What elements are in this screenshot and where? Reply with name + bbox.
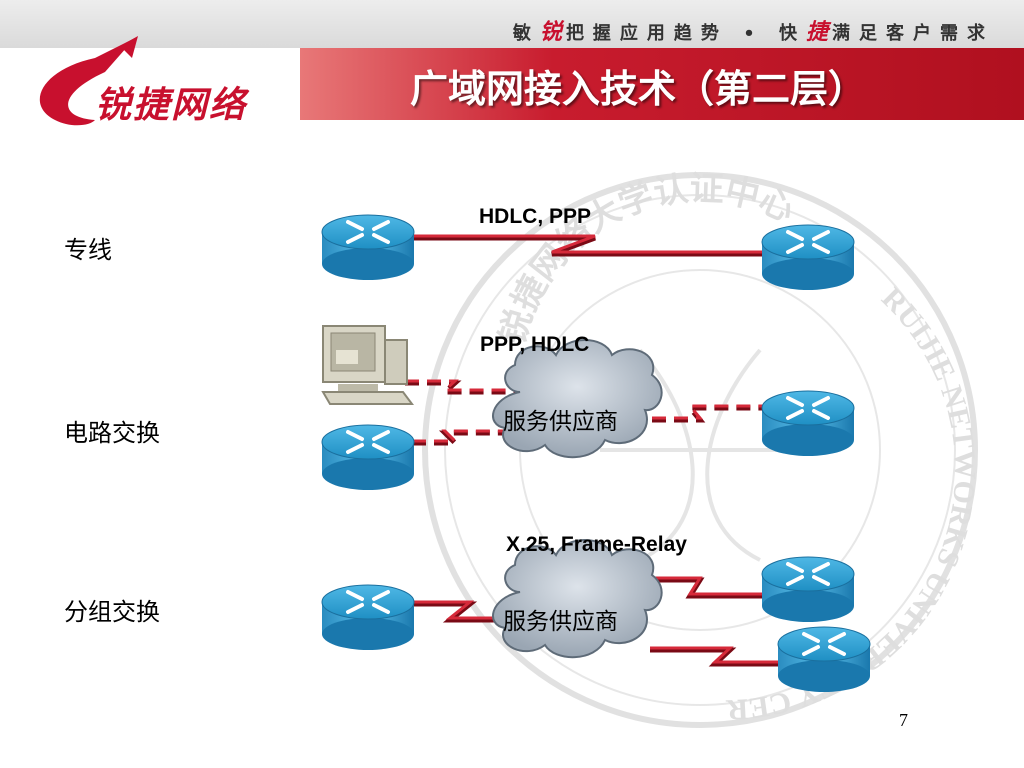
computer-icon xyxy=(321,325,414,405)
slogan-highlight-1: 锐 xyxy=(539,19,566,45)
page-number: 7 xyxy=(899,710,908,730)
router-icon xyxy=(321,584,415,650)
logo-text: 锐捷网络 xyxy=(95,84,248,126)
slogan-part2: 把握应用趋势 • 快 xyxy=(565,23,806,44)
title-band xyxy=(300,48,1024,120)
leased-line-link xyxy=(412,234,766,257)
protocol-label-leased-line: HDLC, PPP xyxy=(479,205,592,228)
row-label-packet-switching: 分组交换 xyxy=(64,598,160,626)
router-icon xyxy=(321,214,415,280)
protocol-label-circuit-switching: PPP, HDLC xyxy=(480,333,590,356)
row-label-circuit-switching: 电路交换 xyxy=(64,419,160,447)
router-icon xyxy=(761,224,855,290)
router-icon xyxy=(761,556,855,622)
slide-title: 广域网接入技术（第二层） xyxy=(410,67,867,111)
slogan-part3: 满足客户需求 xyxy=(832,23,994,44)
slogan: 敏锐把握应用趋势 • 快捷满足客户需求 xyxy=(513,14,994,46)
router-icon xyxy=(321,424,415,490)
router-icon xyxy=(761,390,855,456)
cloud-label-packet-switching: 服务供应商 xyxy=(503,609,618,635)
service-provider-cloud xyxy=(492,339,663,459)
protocol-label-packet-switching: X.25, Frame-Relay xyxy=(506,533,687,556)
service-provider-cloud xyxy=(492,539,663,659)
header-band xyxy=(0,0,1024,48)
row-label-leased-line: 专线 xyxy=(64,236,112,264)
packet-switched-links xyxy=(412,576,782,667)
slogan-part1: 敏 xyxy=(512,23,540,44)
watermark-top-text: 锐捷网络大学认证中心 xyxy=(493,169,801,349)
cloud-label-circuit-switching: 服务供应商 xyxy=(503,409,618,435)
logo-mark xyxy=(39,36,138,126)
router-icon xyxy=(777,626,871,692)
slogan-highlight-2: 捷 xyxy=(805,19,832,45)
circuit-switched-links xyxy=(405,379,766,446)
